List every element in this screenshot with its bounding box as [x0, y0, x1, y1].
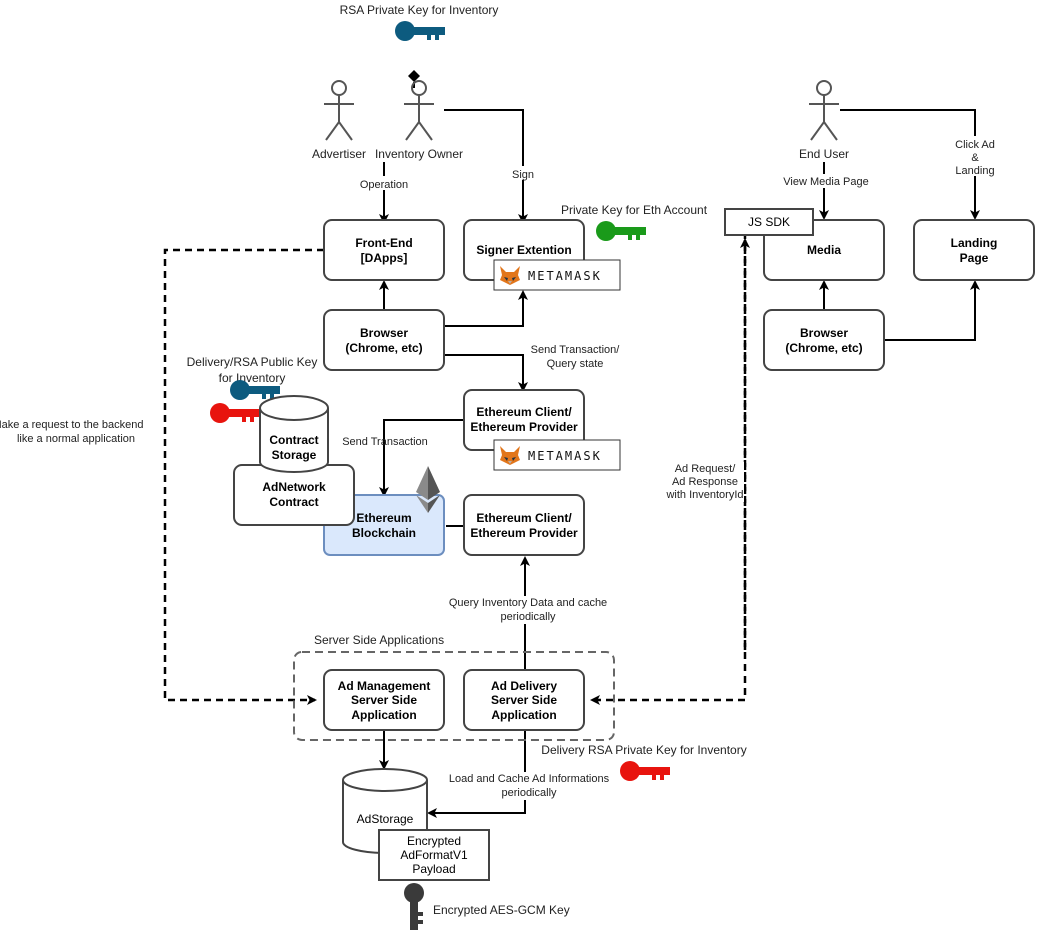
edge-label-ad-request-2: Ad Response [672, 476, 738, 488]
edge-label-operation: Operation [360, 179, 408, 191]
key-label-delivery-public-2: for Inventory [219, 371, 286, 385]
node-ad-delivery-line2: Server Side [491, 693, 557, 707]
metamask-badge-signer: METAMASK [493, 259, 621, 291]
edge-browser-landing [884, 280, 980, 341]
node-browser-right-line1: Browser [800, 326, 848, 340]
actor-end-user-label: End User [799, 147, 849, 161]
key-icon-rsa-private [395, 21, 445, 41]
actor-end-user [809, 80, 839, 141]
node-ad-delivery-line1: Ad Delivery [491, 679, 557, 693]
edge-label-make-request-1: Make a request to the backend [0, 419, 144, 431]
edge-owner-signer [444, 109, 528, 224]
metamask-wordmark: METAMASK [528, 449, 602, 463]
node-eth-client-bottom [463, 494, 585, 556]
node-landing-line2: Page [960, 251, 989, 265]
metamask-badge-client: METAMASK [493, 439, 621, 471]
edge-ethclient-blockchain [379, 419, 466, 497]
actor-inventory-owner-label: Inventory Owner [375, 147, 463, 161]
node-eth-blockchain-line2: Blockchain [352, 526, 416, 540]
edge-label-click-ad-2: & [971, 152, 979, 164]
edge-label-sign: Sign [512, 169, 534, 181]
node-encrypted-payload [378, 829, 490, 881]
edge-label-load-cache-2: periodically [501, 787, 557, 799]
server-group [293, 651, 615, 741]
edge-label-query-inventory-1: Query Inventory Data and cache [449, 597, 607, 609]
node-js-sdk-label: JS SDK [748, 215, 790, 229]
node-eth-blockchain-line1: Ethereum [356, 511, 411, 525]
edge-label-view-media: View Media Page [783, 176, 868, 188]
key-icon-delivery-private [620, 761, 670, 781]
node-contract-storage-line1: Contract [269, 433, 318, 447]
node-landing [913, 219, 1035, 281]
edge-label-query-inventory-2: periodically [500, 611, 556, 623]
node-adnetwork-line1: AdNetwork [262, 480, 326, 494]
node-frontend-line1: Front-End [355, 236, 412, 250]
edge-label-make-request-2: like a normal application [17, 433, 135, 445]
edge-label-load-cache-1: Load and Cache Ad Informations [449, 773, 610, 785]
node-adnetwork-line2: Contract [269, 495, 318, 509]
edge-frontend-management [163, 248, 324, 705]
server-group-label: Server Side Applications [314, 633, 444, 647]
node-eth-client-bottom-line2: Ethereum Provider [470, 526, 578, 540]
node-payload-line2: AdFormatV1 [400, 848, 468, 862]
node-ad-management-line3: Application [351, 708, 416, 722]
key-label-delivery-private: Delivery RSA Private Key for Inventory [541, 743, 746, 757]
dashed-edges [163, 232, 750, 705]
key-icon-private-eth [596, 221, 646, 241]
edge-jssdk-delivery [590, 232, 747, 705]
actor-advertiser [324, 80, 354, 141]
node-landing-line1: Landing [951, 236, 998, 250]
node-contract-storage-line2: Storage [272, 448, 317, 462]
node-contract-storage [259, 395, 329, 473]
key-icon-encrypted-aes [404, 883, 424, 930]
actor-advertiser-label: Advertiser [312, 147, 366, 161]
key-label-delivery-public-1: Delivery/RSA Public Key [187, 355, 318, 369]
metamask-wordmark: METAMASK [528, 269, 602, 283]
node-browser-left [323, 309, 445, 371]
node-ad-management-line1: Ad Management [338, 679, 431, 693]
edge-label-send-tx-query-2: Query state [547, 358, 604, 370]
edge-label-click-ad-3: Landing [955, 165, 994, 177]
edge-delivery-adstorage [427, 730, 526, 818]
node-adstorage-label: AdStorage [357, 812, 414, 826]
node-ad-management [323, 669, 445, 731]
node-payload-line3: Payload [412, 862, 455, 876]
node-ad-delivery-line3: Application [491, 708, 556, 722]
key-label-private-eth: Private Key for Eth Account [561, 203, 708, 217]
key-icon-delivery-public-red [210, 403, 260, 423]
key-label-rsa-private: RSA Private Key for Inventory [340, 3, 499, 17]
node-frontend [323, 219, 445, 281]
node-eth-client-bottom-line1: Ethereum Client/ [476, 511, 572, 525]
ethereum-diamond-icon [416, 466, 440, 513]
edge-label-send-tx: Send Transaction [342, 436, 428, 448]
node-ad-management-line2: Server Side [351, 693, 417, 707]
edge-browser-signer [444, 290, 528, 327]
key-attach-diamond [408, 70, 420, 82]
node-browser-right-line2: (Chrome, etc) [785, 341, 862, 355]
edge-enduser-landing [840, 109, 980, 220]
edge-label-ad-request-3: with InventoryId [665, 489, 743, 501]
node-eth-client-top-line2: Ethereum Provider [470, 420, 578, 434]
node-signer-label: Signer Extention [476, 243, 571, 257]
node-payload-line1: Encrypted [407, 834, 461, 848]
edge-label-ad-request-1: Ad Request/ [675, 463, 736, 475]
edge-label-send-tx-query-1: Send Transaction/ [531, 344, 621, 356]
edge-label-click-ad-1: Click Ad [955, 139, 995, 151]
node-js-sdk [724, 208, 814, 236]
actor-inventory-owner [404, 80, 434, 141]
node-frontend-line2: [DApps] [361, 251, 408, 265]
key-label-encrypted-aes: Encrypted AES-GCM Key [433, 903, 570, 917]
node-media-label: Media [807, 243, 841, 257]
edge-browser-ethclient [444, 354, 528, 392]
node-eth-client-top-line1: Ethereum Client/ [476, 405, 572, 419]
node-browser-left-line1: Browser [360, 326, 408, 340]
edges [379, 70, 980, 818]
node-browser-left-line2: (Chrome, etc) [345, 341, 422, 355]
node-ad-delivery [463, 669, 585, 731]
node-browser-right [763, 309, 885, 371]
